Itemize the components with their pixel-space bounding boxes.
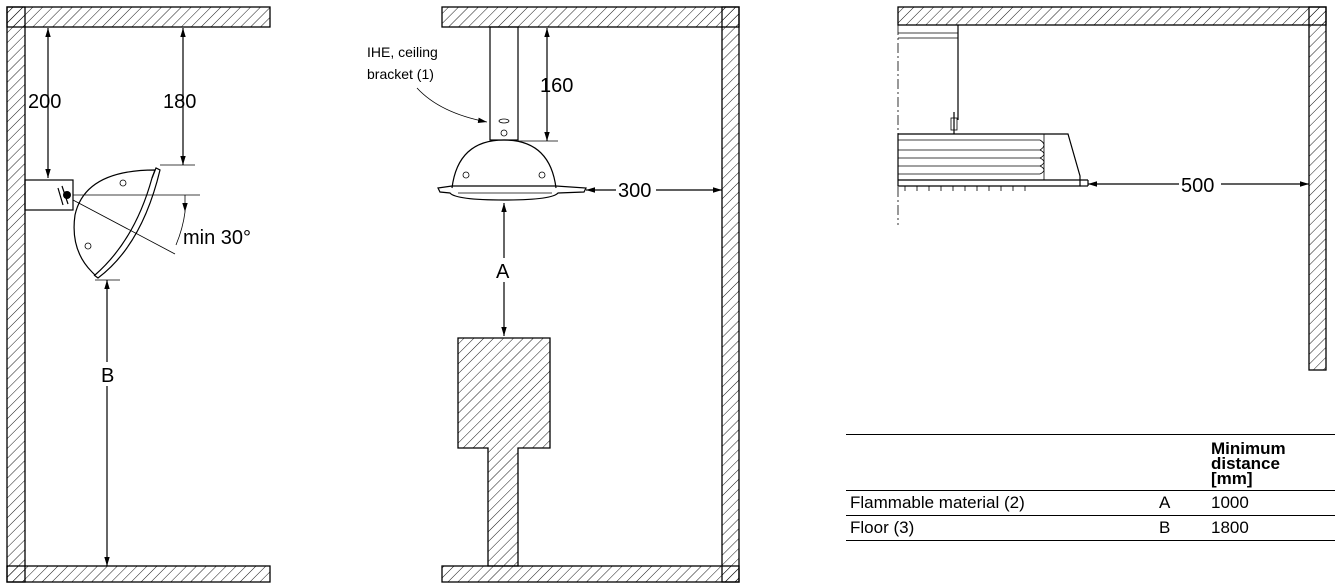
dim-180-label: 180 xyxy=(163,91,196,113)
wall-mounted-heater xyxy=(24,167,200,279)
flammable-object xyxy=(457,337,551,567)
center-wall-hatching xyxy=(441,6,740,583)
table-header-row: Minimum distance [mm] xyxy=(846,434,1335,491)
header-code xyxy=(1155,435,1207,491)
bracket-callout-line2: bracket (1) xyxy=(367,66,434,82)
left-view: 200 180 min 30° B xyxy=(6,6,271,583)
mounting-rods xyxy=(898,25,959,134)
dim-300-label: 300 xyxy=(618,180,651,202)
row-item: Floor (3) xyxy=(850,518,915,537)
heater-side-view xyxy=(897,133,1089,191)
header-minimum-distance: Minimum distance [mm] xyxy=(1211,439,1286,488)
right-view: 500 xyxy=(897,6,1327,371)
bracket-callout-line1: IHE, ceiling xyxy=(367,44,438,60)
dim-B-label: B xyxy=(101,365,114,387)
dim-200-label: 200 xyxy=(28,91,61,113)
header-item xyxy=(846,435,1155,491)
row-code: A xyxy=(1159,493,1171,512)
ceiling-bracket xyxy=(489,26,519,141)
angle-label: min 30° xyxy=(183,227,251,249)
right-wall-hatching xyxy=(897,6,1327,371)
row-value: 1000 xyxy=(1211,493,1249,512)
row-value: 1800 xyxy=(1211,518,1249,537)
dim-A-label: A xyxy=(496,261,510,283)
dim-500-label: 500 xyxy=(1181,175,1214,197)
ceiling-mounted-heater xyxy=(437,139,587,201)
table-row: Floor (3) B 1800 xyxy=(846,516,1335,541)
left-wall-hatching xyxy=(6,6,271,583)
center-view: IHE, ceiling bracket (1) 160 300 A xyxy=(367,6,740,583)
row-code: B xyxy=(1159,518,1171,537)
dim-160-label: 160 xyxy=(540,75,573,97)
minimum-distance-table: Minimum distance [mm] Flammable material… xyxy=(846,434,1335,541)
row-item: Flammable material (2) xyxy=(850,493,1025,512)
table-row: Flammable material (2) A 1000 xyxy=(846,491,1335,516)
